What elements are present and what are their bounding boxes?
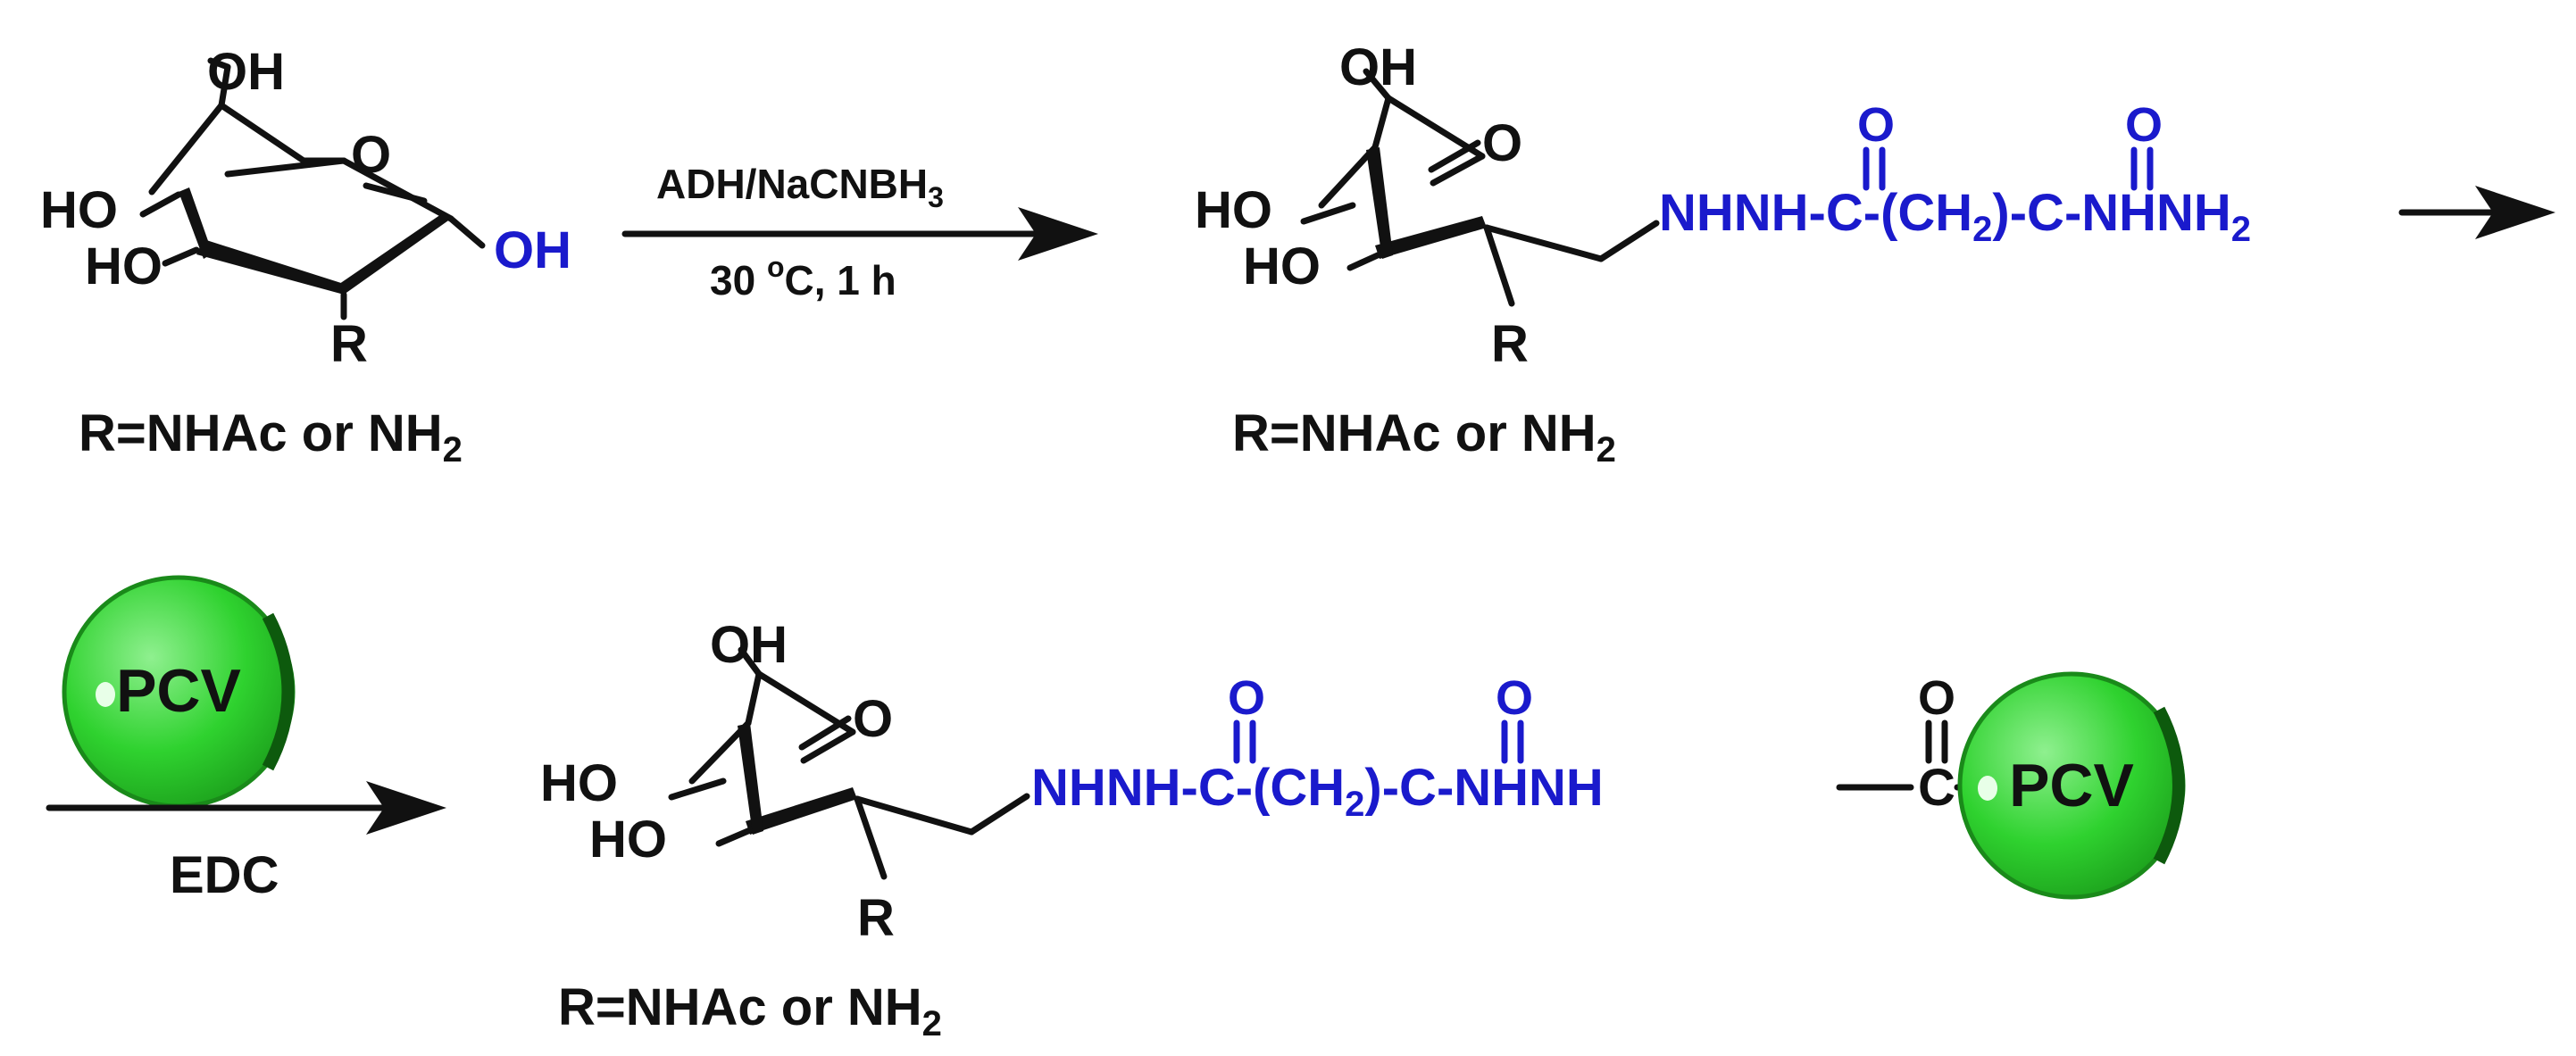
r-definition-2: R=NHAc or NH2 bbox=[1232, 404, 1616, 470]
linker-carbonyl-o-2: O bbox=[2125, 98, 2163, 152]
conjugate-sugar-bonds bbox=[668, 646, 1030, 880]
pcv-bead-label-1: PCV bbox=[116, 657, 241, 725]
reaction-arrow-1: ADH/NaCNBH3 30 oC, 1 h bbox=[621, 161, 1098, 303]
conjugate-carbonyl-o-1: O bbox=[1228, 671, 1265, 725]
linker-text-2: NHNH-C-(CH2)-C-NHNH bbox=[1031, 759, 1604, 824]
r-definition-3: R=NHAc or NH2 bbox=[558, 978, 942, 1044]
step1-conditions: 30 oC, 1 h bbox=[710, 251, 896, 303]
anomeric-oh-label: OH bbox=[494, 221, 571, 279]
product-aldehyde-o: O bbox=[1482, 114, 1522, 172]
r-definition-1: R=NHAc or NH2 bbox=[79, 404, 463, 470]
ho-lower-label: HO bbox=[85, 237, 163, 295]
linker-carbonyl-o-1: O bbox=[1857, 98, 1895, 152]
oh-top-label: OH bbox=[207, 43, 285, 101]
pcv-bead-conjugated: PCV bbox=[1957, 671, 2186, 900]
linker-text-1: NHNH-C-(CH2)-C-NHNH2 bbox=[1659, 184, 2251, 249]
starting-sugar: OH O HO HO OH R R=NHAc or NH2 bbox=[40, 43, 571, 470]
conjugate-front-wedge bbox=[746, 787, 857, 835]
sugar-ring-bonds bbox=[139, 63, 486, 320]
pcv-bead-label-2: PCV bbox=[2009, 752, 2134, 819]
pcv-conjugate: OH O HO HO R R=NHAc or NH2 NHNH-C-(CH2)-… bbox=[540, 616, 2186, 1044]
step1-reagent: ADH/NaCNBH3 bbox=[656, 161, 944, 213]
reaction-arrow-2: PCV EDC bbox=[46, 575, 446, 904]
sugar-front-wedge-right bbox=[339, 212, 451, 295]
conjugate-ho-upper: HO bbox=[540, 754, 618, 812]
conjugate-carbonyl-o-2: O bbox=[1496, 671, 1533, 725]
continuation-arrow bbox=[2398, 186, 2555, 239]
product-front-wedge bbox=[1375, 216, 1487, 259]
conjugate-side-wedge bbox=[738, 723, 763, 835]
conjugate-linker: NHNH-C-(CH2)-C-NHNH O O bbox=[1031, 671, 1604, 824]
arrowhead-1 bbox=[1018, 207, 1098, 261]
sugar-left-wedge bbox=[179, 187, 213, 259]
terminal-carbonyl-o: O bbox=[1918, 671, 1955, 725]
product-ho-upper: HO bbox=[1195, 181, 1272, 239]
conjugate-r-label: R bbox=[857, 889, 895, 947]
terminal-carbon: C bbox=[1918, 759, 1955, 817]
arrowhead-continuation bbox=[2475, 186, 2555, 239]
product-sugar-bonds bbox=[1300, 68, 1660, 307]
step2-reagent: EDC bbox=[170, 846, 279, 904]
ring-oxygen-label: O bbox=[351, 126, 391, 184]
adh-product: OH O HO HO R R=NHAc or NH2 NHNH-C-(CH2)-… bbox=[1195, 38, 2251, 470]
product-side-wedge bbox=[1366, 147, 1393, 259]
adh-linker: NHNH-C-(CH2)-C-NHNH2 O O bbox=[1659, 98, 2251, 249]
product-ho-lower: HO bbox=[1243, 237, 1321, 295]
conjugate-aldehyde-o: O bbox=[853, 690, 893, 748]
pcv-bead-reagent: PCV bbox=[62, 575, 296, 809]
product-r-label: R bbox=[1491, 315, 1529, 373]
conjugate-oh-top: OH bbox=[710, 616, 788, 674]
arrowhead-2 bbox=[366, 781, 446, 835]
product-oh-top: OH bbox=[1339, 38, 1417, 96]
sugar-front-wedge bbox=[196, 239, 344, 295]
conjugate-ho-lower: HO bbox=[589, 811, 667, 869]
r-substituent-label: R bbox=[330, 315, 368, 373]
ho-upper-label: HO bbox=[40, 181, 118, 239]
